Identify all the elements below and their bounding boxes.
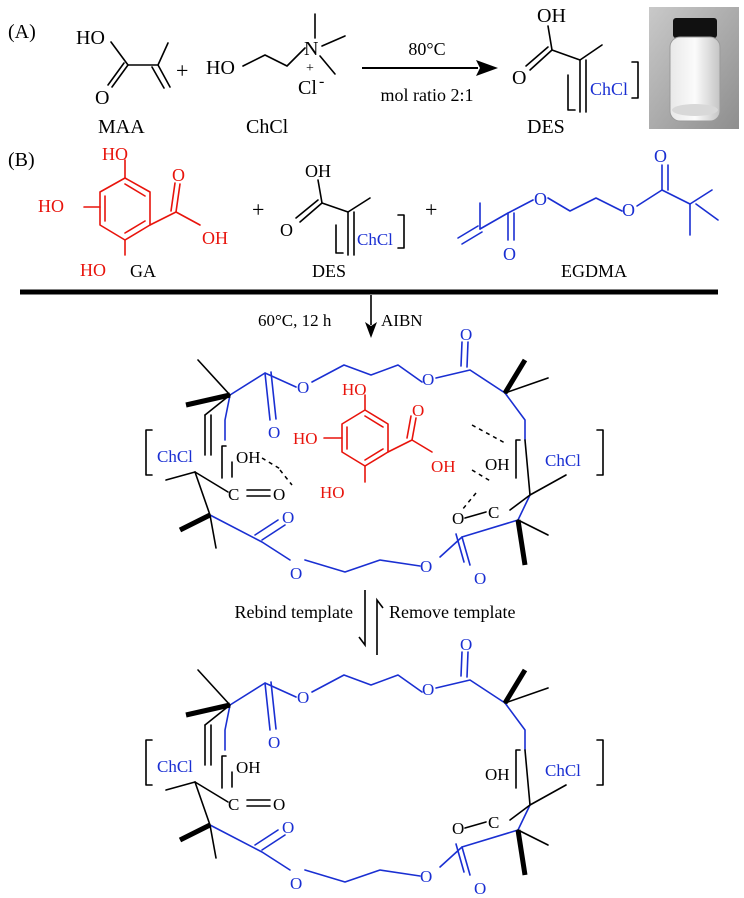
chcl-cation-charge: + xyxy=(306,61,314,76)
ga-template-hydroxyl-top: HO xyxy=(342,380,367,399)
chcl-anion-charge: - xyxy=(319,73,324,90)
rebind-template-label: Rebind template xyxy=(235,602,353,622)
chcl-nitrogen: N xyxy=(304,38,318,60)
ga-template xyxy=(323,394,433,483)
oh-left-complex: OH xyxy=(236,448,261,467)
equilibrium-arrows: Rebind template Remove template xyxy=(235,590,515,655)
des-product-a: OH O ChCl DES xyxy=(512,5,639,138)
polymerization-conditions: 60°C, 12 h xyxy=(258,311,332,330)
egdma-ester-o2: O xyxy=(622,200,635,220)
empty-ring-o-bottom-3: O xyxy=(420,867,432,886)
empty-ring-o-bottom-1: O xyxy=(282,818,294,837)
maa-structure: HO O MAA xyxy=(76,27,171,138)
ring-o-top-2: O xyxy=(297,378,309,397)
egdma-label: EGDMA xyxy=(561,261,627,281)
ga-hydroxyl-top: HO xyxy=(102,144,128,164)
des-hydroxyl-a: OH xyxy=(537,5,566,27)
ring-o-top-3: O xyxy=(422,370,434,389)
vial-photo-icon xyxy=(649,7,739,129)
part-a: (A) HO O MAA + HO N + Cl - ChCl xyxy=(8,5,739,138)
ga-template-carbonyl-o: O xyxy=(412,401,424,420)
empty-ring-o-top-1: O xyxy=(460,635,472,654)
egdma-structure: O O O O EGDMA xyxy=(457,146,719,281)
chcl-structure: HO N + Cl - ChCl xyxy=(206,13,346,138)
ga-carbonyl-o: O xyxy=(172,165,185,185)
des-chcl-a: ChCl xyxy=(590,79,628,99)
section-label-b: (B) xyxy=(8,149,35,171)
plus-sign-a: + xyxy=(176,58,188,83)
polymer-empty-cavity: O O O O O O O O ChCl ChCl OH C O OH C O xyxy=(145,635,604,898)
des-hydroxyl-b: OH xyxy=(305,161,331,181)
empty-ring-o-top-3: O xyxy=(422,680,434,699)
polymerization-arrow: 60°C, 12 h AIBN xyxy=(258,295,423,338)
o-right-carbonyl-complex: O xyxy=(452,509,464,528)
c-left-complex: C xyxy=(228,485,239,504)
chcl-hydroxyl: HO xyxy=(206,57,235,79)
maa-label: MAA xyxy=(98,116,145,138)
ring-o-bottom-3: O xyxy=(420,557,432,576)
ring-o-bottom-1: O xyxy=(282,508,294,527)
plus-sign-b1: + xyxy=(252,197,264,222)
egdma-carbonyl-o2: O xyxy=(654,146,667,166)
reaction-temperature: 80°C xyxy=(408,39,445,59)
o-right-carbonyl-empty: O xyxy=(452,819,464,838)
empty-ring-o-bottom-4: O xyxy=(474,879,486,898)
section-label-a: (A) xyxy=(8,21,36,43)
des-label-a: DES xyxy=(527,116,565,138)
polymerization-initiator: AIBN xyxy=(381,311,423,330)
oh-left-empty: OH xyxy=(236,758,261,777)
egdma-ester-o1: O xyxy=(534,189,547,209)
des-label-b: DES xyxy=(312,261,346,281)
c-left-empty: C xyxy=(228,795,239,814)
ga-hydroxyl-bottom: HO xyxy=(80,260,106,280)
des-carbonyl-o-a: O xyxy=(512,67,526,89)
ga-template-acid-hydroxyl: OH xyxy=(431,457,456,476)
empty-ring-o-top-2: O xyxy=(297,688,309,707)
o-left-carbonyl-complex: O xyxy=(273,485,285,504)
ring-o-bottom-4: O xyxy=(474,569,486,588)
chcl-left-complex: ChCl xyxy=(157,447,193,466)
reaction-arrow-a: 80°C mol ratio 2:1 xyxy=(362,39,498,105)
empty-ring-o-bottom-2: O xyxy=(290,874,302,893)
plus-sign-b2: + xyxy=(425,197,437,222)
o-left-carbonyl-empty: O xyxy=(273,795,285,814)
oh-right-empty: OH xyxy=(485,765,510,784)
ga-label: GA xyxy=(130,261,156,281)
ring-o-top-1: O xyxy=(460,325,472,344)
c-right-empty: C xyxy=(488,813,499,832)
ga-template-hydroxyl-mid: HO xyxy=(293,429,318,448)
ga-structure: HO HO HO O OH GA xyxy=(38,144,228,281)
maa-carbonyl-o: O xyxy=(95,87,109,109)
oh-right-complex: OH xyxy=(485,455,510,474)
chcl-right-complex: ChCl xyxy=(545,451,581,470)
empty-ring-o-left: O xyxy=(268,733,280,752)
des-structure-b: OH O ChCl DES xyxy=(280,161,405,281)
c-right-complex: C xyxy=(488,503,499,522)
reaction-ratio: mol ratio 2:1 xyxy=(381,85,474,105)
des-chcl-b: ChCl xyxy=(357,230,393,249)
chcl-left-empty: ChCl xyxy=(157,757,193,776)
ring-o-bottom-2: O xyxy=(290,564,302,583)
chcl-right-empty: ChCl xyxy=(545,761,581,780)
ga-acid-hydroxyl: OH xyxy=(202,228,228,248)
remove-template-label: Remove template xyxy=(389,602,515,622)
part-b: (B) HO HO HO O OH GA + xyxy=(8,144,719,338)
chcl-label: ChCl xyxy=(246,116,289,138)
egdma-carbonyl-o1: O xyxy=(503,244,516,264)
des-carbonyl-o-b: O xyxy=(280,220,293,240)
ga-template-hydroxyl-bottom: HO xyxy=(320,483,345,502)
ring-o-left: O xyxy=(268,423,280,442)
ga-hydroxyl-mid: HO xyxy=(38,196,64,216)
maa-hydroxyl: HO xyxy=(76,27,105,49)
polymer-with-template: O O O O O O O O ChCl ChCl OH C O OH C O … xyxy=(145,325,604,588)
chcl-chloride: Cl xyxy=(298,77,317,99)
